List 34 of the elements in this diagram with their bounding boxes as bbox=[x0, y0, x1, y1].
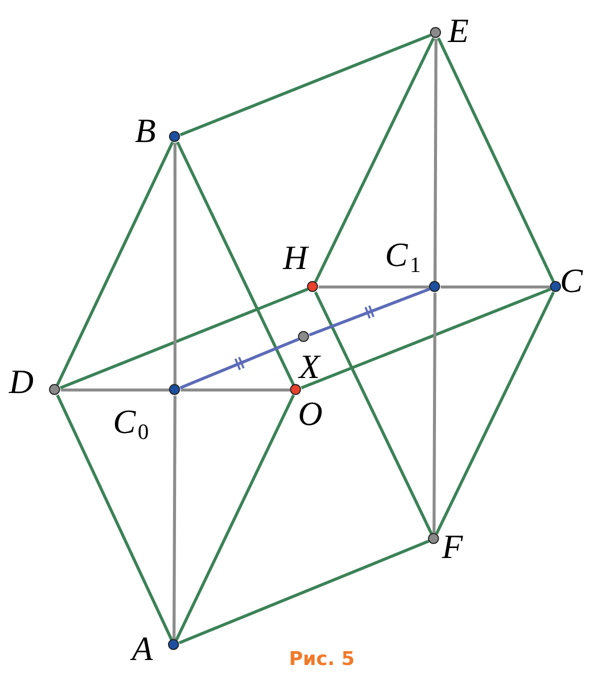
line-segment bbox=[56, 394, 173, 640]
line-segment bbox=[180, 338, 300, 390]
line-segment bbox=[435, 291, 555, 535]
line-segment bbox=[180, 388, 290, 392]
line-segment bbox=[432, 292, 436, 534]
line-segment bbox=[440, 286, 550, 288]
line-segment bbox=[174, 142, 176, 384]
figure-caption: Рис. 5 bbox=[289, 648, 355, 670]
line-segment bbox=[434, 38, 438, 282]
point-label: X bbox=[299, 351, 320, 385]
point-label: H bbox=[283, 242, 308, 276]
point-label: C$_{1}$ bbox=[385, 239, 421, 276]
line-segment bbox=[318, 286, 430, 288]
line-segment bbox=[175, 394, 295, 640]
line-segment bbox=[176, 142, 295, 386]
line-segment bbox=[180, 34, 432, 136]
point-label: F bbox=[442, 531, 463, 565]
line-segment bbox=[437, 38, 555, 282]
point-label: E bbox=[448, 15, 469, 49]
point-label: B bbox=[135, 115, 156, 149]
point-label: A bbox=[132, 633, 153, 667]
line-segment bbox=[60, 388, 170, 392]
point-label: O bbox=[298, 398, 323, 432]
line-segment bbox=[178, 540, 430, 644]
line-segment bbox=[172, 396, 176, 640]
line-segment bbox=[314, 291, 433, 535]
line-segment bbox=[56, 142, 174, 386]
line-segment bbox=[300, 288, 552, 390]
point-label: C$_{0}$ bbox=[113, 406, 149, 443]
line-segment bbox=[314, 37, 435, 283]
point-label: C bbox=[560, 265, 583, 299]
line-segment bbox=[308, 288, 430, 336]
line-segment bbox=[60, 288, 308, 390]
point-label: D bbox=[9, 366, 34, 400]
